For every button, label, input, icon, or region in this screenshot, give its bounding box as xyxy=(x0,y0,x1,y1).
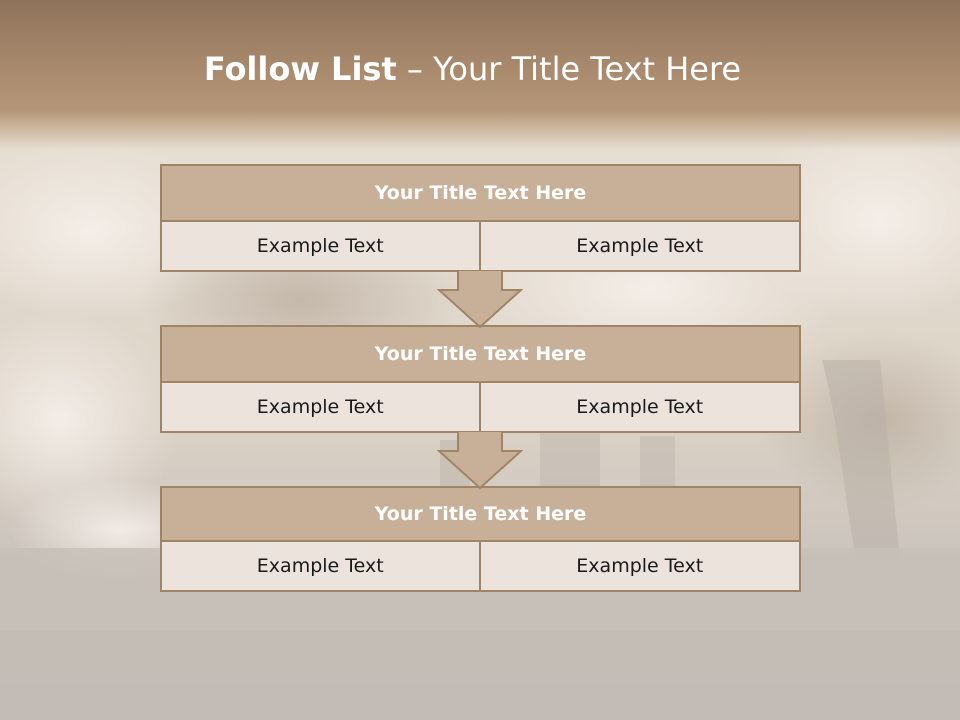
block-row: Example Text Example Text xyxy=(160,383,801,433)
block-cell-left: Example Text xyxy=(160,542,481,592)
slide-title: Follow List – Your Title Text Here xyxy=(0,50,945,88)
block-row: Example Text Example Text xyxy=(160,222,801,272)
list-block-3: Your Title Text Here Example Text Exampl… xyxy=(160,486,801,592)
down-arrow-icon xyxy=(437,431,523,489)
down-arrow-icon xyxy=(437,270,523,328)
block-row: Example Text Example Text xyxy=(160,542,801,592)
list-block-1: Your Title Text Here Example Text Exampl… xyxy=(160,164,801,272)
block-cell-right: Example Text xyxy=(480,222,801,272)
block-title: Your Title Text Here xyxy=(160,486,801,542)
slide-title-bold: Follow List xyxy=(203,50,397,88)
block-cell-left: Example Text xyxy=(160,383,481,433)
block-title: Your Title Text Here xyxy=(160,325,801,383)
block-cell-left: Example Text xyxy=(160,222,481,272)
block-title: Your Title Text Here xyxy=(160,164,801,222)
slide-title-rest: – Your Title Text Here xyxy=(396,50,742,88)
title-banner xyxy=(0,0,960,150)
block-cell-right: Example Text xyxy=(480,383,801,433)
list-block-2: Your Title Text Here Example Text Exampl… xyxy=(160,325,801,433)
block-cell-right: Example Text xyxy=(480,542,801,592)
